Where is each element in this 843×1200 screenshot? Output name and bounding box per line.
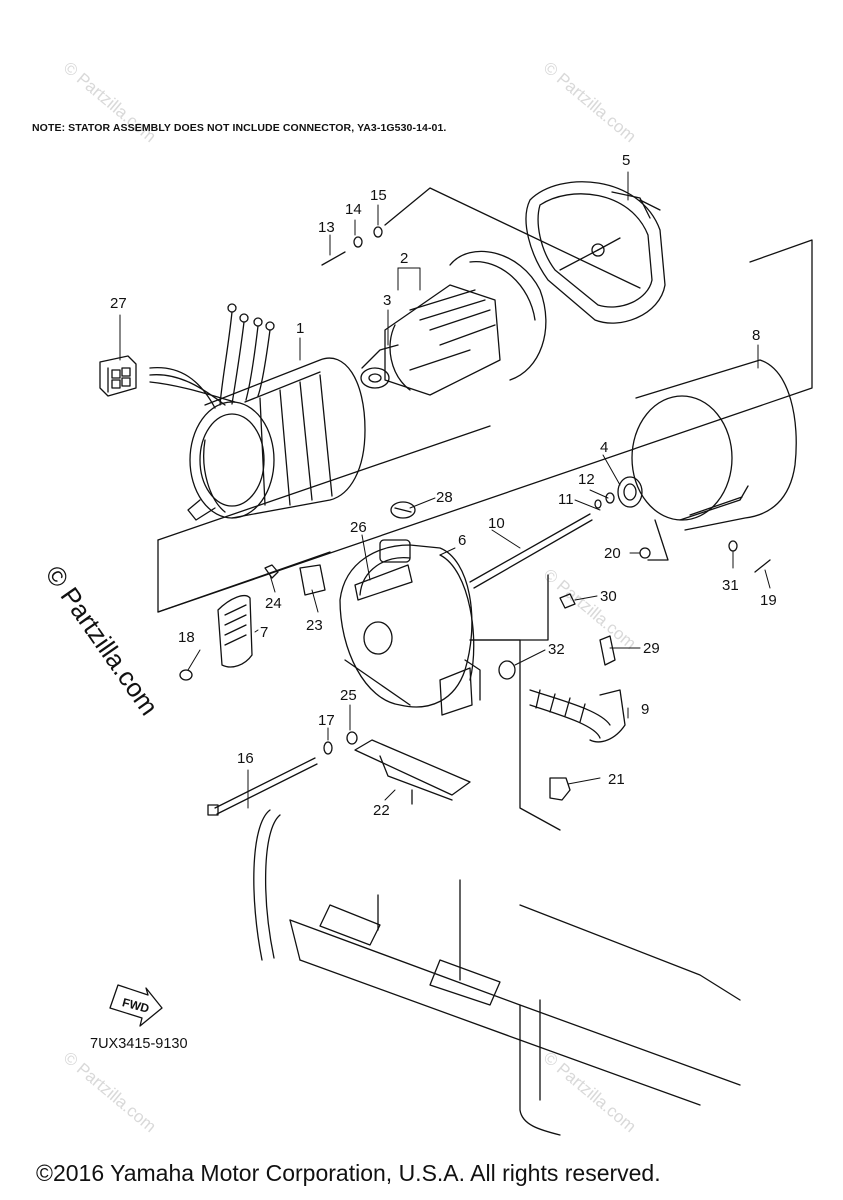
callout-18: 18 [178, 629, 195, 646]
callout-29: 29 [643, 640, 660, 657]
callout-22: 22 [373, 802, 390, 819]
outer-cover [631, 359, 797, 531]
callout-12: 12 [578, 471, 595, 488]
rotor [360, 250, 547, 396]
callout-8: 8 [752, 327, 760, 344]
callout-28: 28 [436, 489, 453, 506]
callout-10: 10 [488, 515, 505, 532]
side-cover [217, 595, 253, 668]
copyright-notice: ©2016 Yamaha Motor Corporation, U.S.A. A… [36, 1160, 661, 1186]
callout-7: 7 [260, 624, 268, 641]
diagram-code: 7UX3415-9130 [90, 1036, 188, 1052]
callout-20: 20 [604, 545, 621, 562]
fwd-label: FWD [121, 995, 151, 1016]
frame [253, 809, 741, 1136]
callout-27: 27 [110, 295, 127, 312]
bearing [594, 476, 643, 509]
callout-3: 3 [383, 292, 391, 309]
callout-9: 9 [641, 701, 649, 718]
callout-25: 25 [340, 687, 357, 704]
mount-bracket [354, 739, 471, 805]
connector [99, 355, 137, 397]
callout-4: 4 [600, 439, 608, 456]
callout-2: 2 [400, 250, 408, 267]
callout-16: 16 [237, 750, 254, 767]
callout-17: 17 [318, 712, 335, 729]
callout-13: 13 [318, 219, 335, 236]
fan-cover [525, 181, 666, 324]
bolts [207, 251, 771, 816]
stator-note: NOTE: STATOR ASSEMBLY DOES NOT INCLUDE C… [32, 122, 447, 134]
assembly-outline [157, 187, 813, 831]
callout-26: 26 [350, 519, 367, 536]
rubber-boot [529, 689, 626, 743]
callout-15: 15 [370, 187, 387, 204]
callout-31: 31 [722, 577, 739, 594]
stator [149, 303, 366, 521]
callout-32: 32 [548, 641, 565, 658]
callout-21: 21 [608, 771, 625, 788]
callout-labels: 1 2 3 4 5 6 7 8 9 10 11 12 13 14 15 16 1… [110, 152, 777, 819]
leader-lines [119, 171, 771, 809]
fwd-arrow-icon: FWD [109, 984, 163, 1027]
rear-bracket [339, 539, 481, 716]
callout-11: 11 [558, 491, 574, 508]
callout-5: 5 [622, 152, 630, 169]
callout-14: 14 [345, 201, 362, 218]
callout-6: 6 [458, 532, 466, 549]
callout-19: 19 [760, 592, 777, 609]
callout-1: 1 [296, 320, 304, 337]
small-hardware [179, 226, 738, 801]
callout-23: 23 [306, 617, 323, 634]
callout-24: 24 [265, 595, 282, 612]
callout-30: 30 [600, 588, 617, 605]
